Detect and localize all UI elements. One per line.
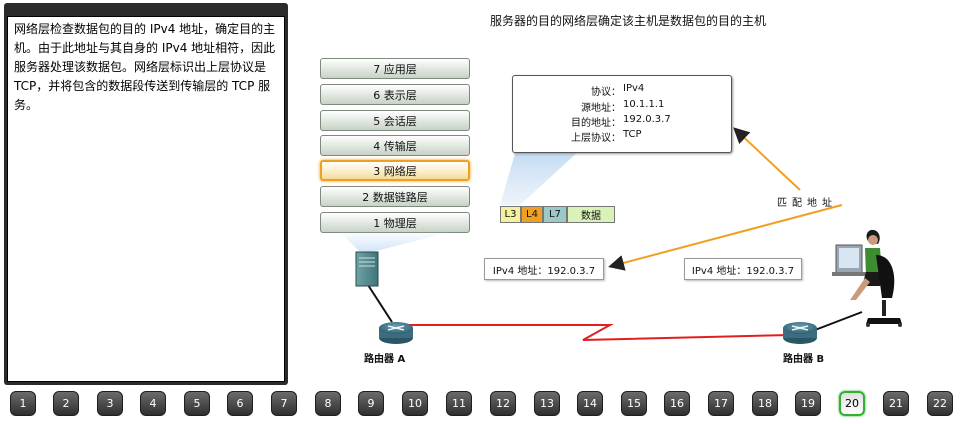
page-button-11[interactable]: 11 xyxy=(446,391,472,416)
match-arrow-down xyxy=(608,204,843,271)
layer-2-data-link: 2 数据链路层 xyxy=(320,186,470,207)
description-box: 网络层检查数据包的目的 IPv4 地址，确定目的主机。由于此地址与其自身的 IP… xyxy=(7,16,285,382)
server-router-a-link xyxy=(367,284,393,323)
page-button-14[interactable]: 14 xyxy=(577,391,603,416)
page-button-17[interactable]: 17 xyxy=(708,391,734,416)
packet-header-info: 协议： IPv4 源地址： 10.1.1.1 目的地址： 192.0.3.7 上… xyxy=(512,75,732,153)
server-beam xyxy=(340,232,450,252)
protocol-value: IPv4 xyxy=(623,83,645,94)
layer-7-application: 7 应用层 xyxy=(320,58,470,79)
protocol-label: 协议： xyxy=(591,87,621,98)
packet-l7-header: L7 xyxy=(543,206,567,223)
page-navigation: 1 2 3 4 5 6 7 8 9 10 11 12 13 14 15 16 1… xyxy=(0,389,960,419)
source-address-label: 源地址： xyxy=(581,103,621,114)
packet-data: 数据 xyxy=(567,206,615,223)
packet-l4-header: L4 xyxy=(521,206,543,223)
page-button-22[interactable]: 22 xyxy=(927,391,953,416)
router-b-icon xyxy=(783,322,817,344)
packet-l3-header: L3 xyxy=(500,206,521,223)
router-b-label: 路由器 B xyxy=(783,354,825,365)
destination-address-label: 目的地址： xyxy=(571,118,621,129)
layer-4-transport: 4 传输层 xyxy=(320,135,470,156)
page-button-10[interactable]: 10 xyxy=(402,391,428,416)
upper-protocol-label: 上层协议： xyxy=(571,133,621,144)
upper-protocol-value: TCP xyxy=(623,129,642,140)
packet-beam xyxy=(500,150,580,205)
packet-destination-address: IPv4 地址：192.0.3.7 xyxy=(484,258,604,280)
page-button-21[interactable]: 21 xyxy=(883,391,909,416)
page-button-19[interactable]: 19 xyxy=(795,391,821,416)
layer-3-network: 3 网络层 xyxy=(320,160,470,181)
page-button-9[interactable]: 9 xyxy=(358,391,384,416)
router-a-icon xyxy=(379,322,413,344)
diagram-caption: 服务器的目的网络层确定该主机是数据包的目的主机 xyxy=(490,14,767,28)
description-text: 网络层检查数据包的目的 IPv4 地址，确定目的主机。由于此地址与其自身的 IP… xyxy=(14,22,276,112)
host-person-icon xyxy=(832,229,902,327)
page-button-8[interactable]: 8 xyxy=(315,391,341,416)
match-arrow-up xyxy=(733,127,801,191)
page-button-1[interactable]: 1 xyxy=(10,391,36,416)
source-address-value: 10.1.1.1 xyxy=(623,99,665,110)
layer-6-presentation: 6 表示层 xyxy=(320,84,470,105)
page-button-12[interactable]: 12 xyxy=(490,391,516,416)
page-button-18[interactable]: 18 xyxy=(752,391,778,416)
page-button-16[interactable]: 16 xyxy=(664,391,690,416)
page-button-3[interactable]: 3 xyxy=(97,391,123,416)
page-button-6[interactable]: 6 xyxy=(227,391,253,416)
page-button-4[interactable]: 4 xyxy=(140,391,166,416)
server-icon xyxy=(355,251,379,287)
router-b-host-link xyxy=(814,311,863,331)
router-a-label: 路由器 A xyxy=(364,354,406,365)
page-button-2[interactable]: 2 xyxy=(53,391,79,416)
page-button-13[interactable]: 13 xyxy=(534,391,560,416)
layer-5-session: 5 会话层 xyxy=(320,110,470,131)
page-button-7[interactable]: 7 xyxy=(271,391,297,416)
match-address-label: 匹配地址 xyxy=(777,198,837,209)
page-button-5[interactable]: 5 xyxy=(184,391,210,416)
page-button-20-current[interactable]: 20 xyxy=(839,391,865,416)
host-ipv4-address: IPv4 地址：192.0.3.7 xyxy=(684,258,802,280)
wan-link xyxy=(402,324,791,341)
description-panel: 网络层检查数据包的目的 IPv4 地址，确定目的主机。由于此地址与其自身的 IP… xyxy=(4,3,288,385)
page-button-15[interactable]: 15 xyxy=(621,391,647,416)
destination-address-value: 192.0.3.7 xyxy=(623,114,671,125)
